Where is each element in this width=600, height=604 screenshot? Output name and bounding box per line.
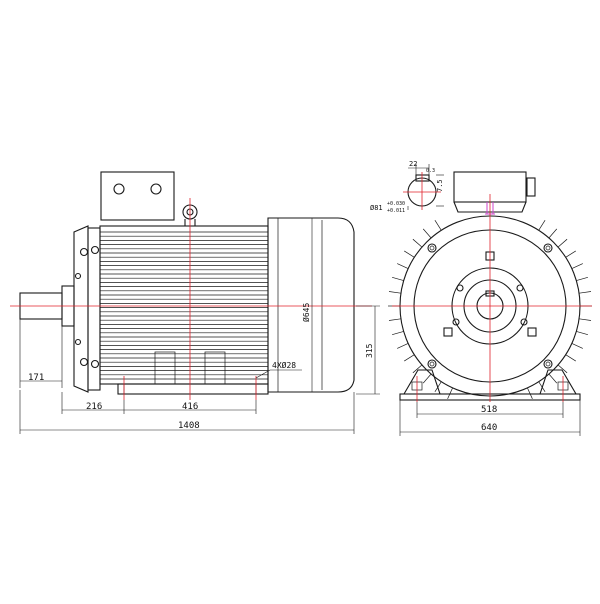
end-terminal-box [453,171,536,215]
dim-key-small: 0.3 [426,168,435,174]
front-endshield [73,225,101,393]
shaft-key-section [403,164,444,210]
side-view: 171 216 416 1408 4XØ28 Ø645 315 [10,171,380,434]
dim-key-width: 22 [409,160,417,168]
dim-shaft-height: 315 [365,343,374,358]
dim-shaft-tol-upper: +0.030 [387,201,405,207]
dim-foot-span: 416 [182,402,198,412]
dim-total-length: 1408 [178,421,200,431]
dim-body-diameter: Ø645 [301,303,311,322]
radial-fins [388,220,592,399]
dim-shaft-tol-lower: +0.011 [387,208,405,214]
side-dimensions [19,218,380,434]
dim-foot-to-end: 216 [86,402,102,412]
frame-body [99,225,269,385]
dim-foot-width: 518 [481,405,497,415]
dim-shaft-extension: 171 [28,373,44,383]
dim-total-width: 640 [481,423,497,433]
cooling-fins [100,231,268,380]
end-centerlines [392,194,592,402]
dim-mount-holes: 4XØ28 [272,360,296,370]
side-centerlines [10,198,372,400]
feet [117,351,269,395]
fan-cowl [267,217,355,393]
end-view: 22 0.3 7.5 Ø81 +0.030 +0.011 [370,160,592,436]
end-dimensions [399,400,581,436]
dim-shaft-dia: Ø81 [370,204,383,212]
dim-key-depth: 7.5 [436,179,444,192]
terminal-box [100,171,175,221]
